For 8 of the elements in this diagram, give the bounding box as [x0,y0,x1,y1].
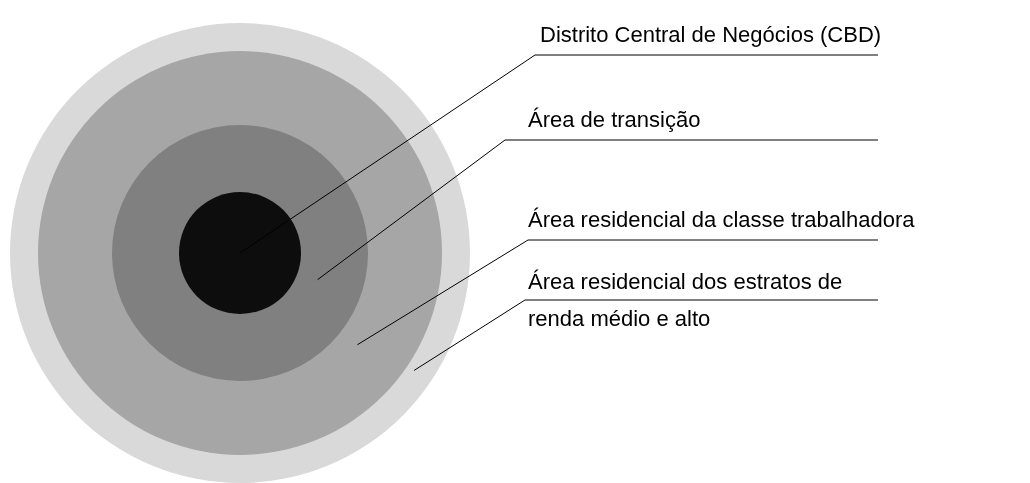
zone-label: Distrito Central de Negócios (CBD) [535,14,1010,55]
leader-line [239,54,879,254]
zone-label: Área residencial dos estratos de renda médio e alto [525,263,885,337]
zone-label: Área de transição [505,100,1000,141]
leader-line [413,299,879,371]
leader-line [356,239,879,346]
zone-label: Área residencial da classe trabalhadora [528,199,1023,240]
leader-line [317,139,879,281]
